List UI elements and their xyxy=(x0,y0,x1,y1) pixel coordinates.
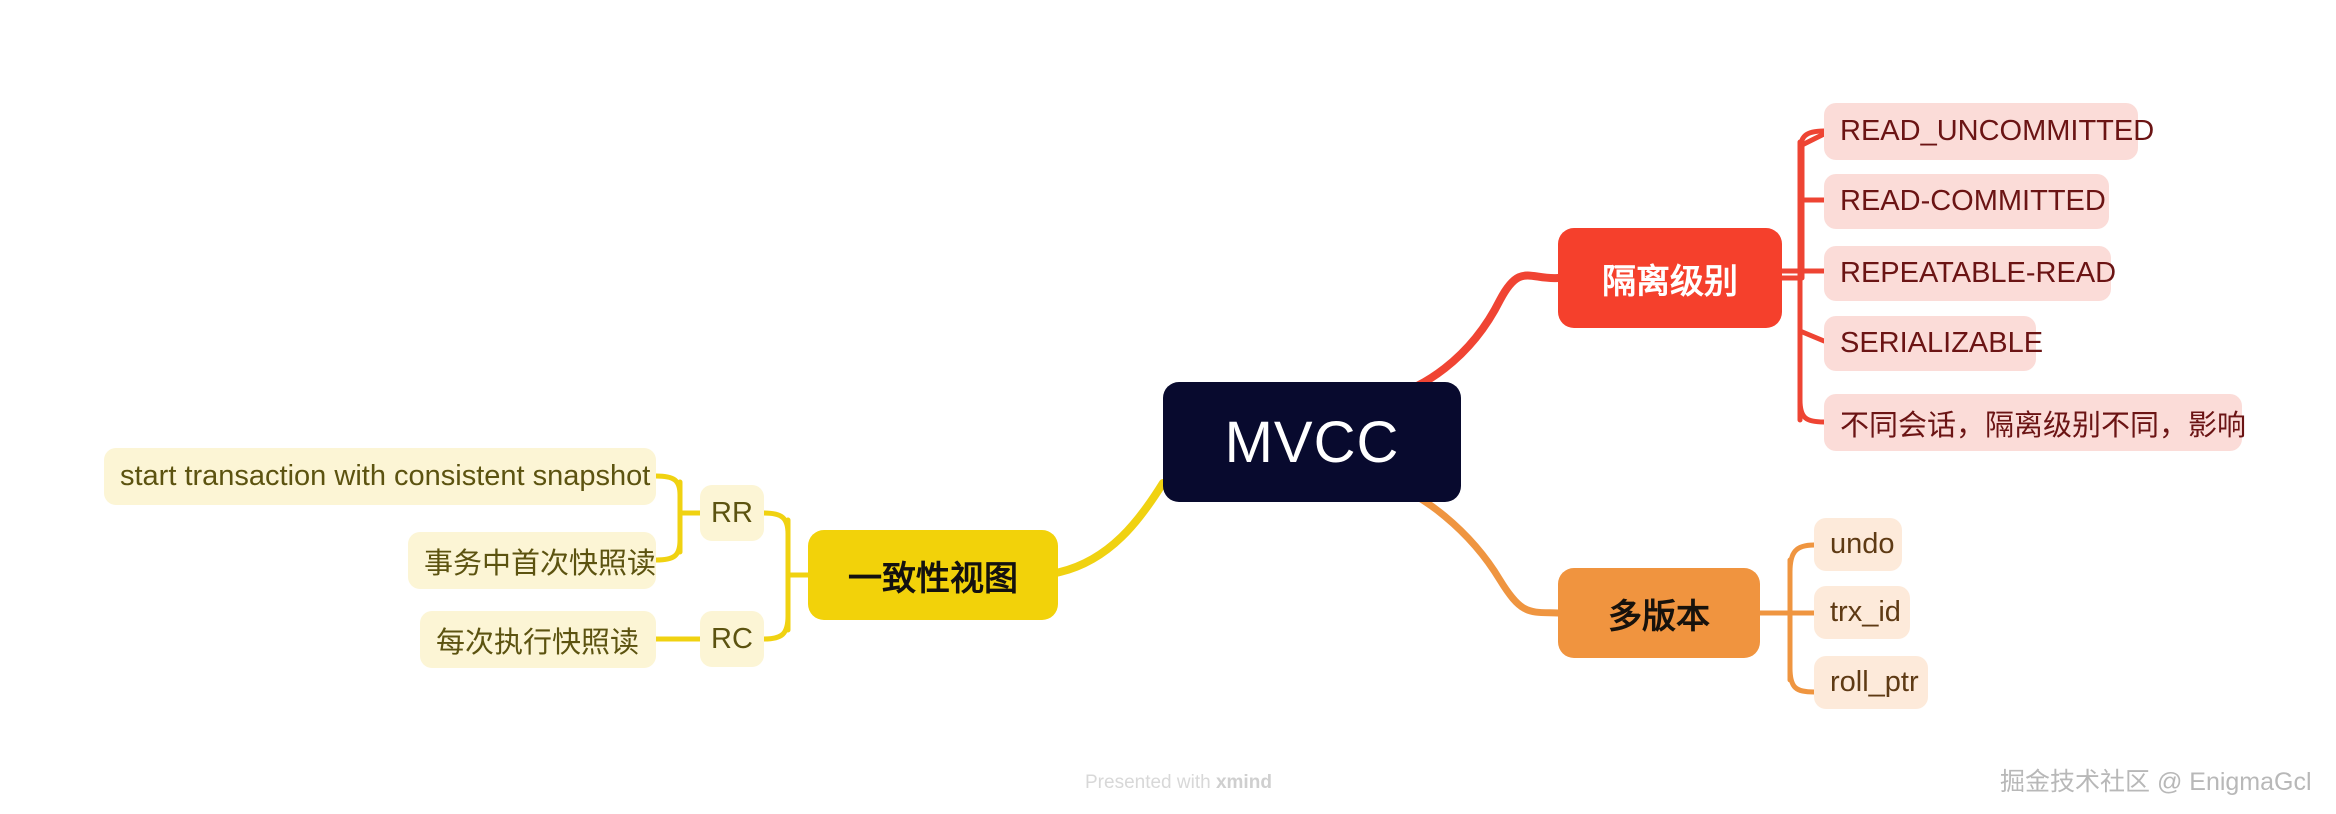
leaf-roll-ptr-label: roll_ptr xyxy=(1830,666,1919,698)
leaf-serializable-label: SERIALIZABLE xyxy=(1840,327,2044,359)
leaf-undo[interactable]: undo xyxy=(1814,518,1902,571)
root-node-mvcc[interactable]: MVCC xyxy=(1163,382,1461,502)
edge-isolation-stub-4 xyxy=(1797,397,1827,425)
edge-isolation-spine xyxy=(1779,139,1803,423)
edge-consistentview-to-rc xyxy=(761,613,791,642)
branch-node-multiversion-label: 多版本 xyxy=(1608,597,1710,636)
leaf-repeatable-read-label: REPEATABLE-READ xyxy=(1840,257,2117,289)
xmind-watermark-brand: xmind xyxy=(1215,772,1272,793)
leaf-read-uncommitted[interactable]: READ_UNCOMMITTED xyxy=(1824,103,2154,160)
root-node-label: MVCC xyxy=(1224,409,1400,475)
leaf-serializable[interactable]: SERIALIZABLE xyxy=(1824,316,2043,371)
edge-isolation-stub-3 xyxy=(1797,328,1827,344)
edge-isolation-to-child-0 xyxy=(1779,129,1831,281)
edge-root-to-isolation xyxy=(1383,271,1562,401)
leaf-session-isolation-note[interactable]: 不同会话，隔离级别不同，影响 xyxy=(1824,394,2246,451)
author-watermark: 掘金技术社区 @ EnigmaGcl xyxy=(2000,762,2312,798)
xmind-watermark-prefix: Presented with xyxy=(1085,772,1216,793)
mid-node-rc[interactable]: RC xyxy=(700,611,764,667)
leaf-undo-label: undo xyxy=(1830,528,1895,560)
edge-rr-spine xyxy=(677,479,703,555)
edge-consistentview-spine xyxy=(785,517,811,633)
edge-rr-stub-0 xyxy=(653,473,683,498)
edge-multiversion-stub-2 xyxy=(1787,665,1817,695)
edge-consistentview-to-rr xyxy=(761,510,791,537)
leaf-repeatable-read[interactable]: REPEATABLE-READ xyxy=(1824,246,2116,301)
branch-node-isolation-level[interactable]: 隔离级别 xyxy=(1558,228,1782,328)
edge-isolation-stub-0 xyxy=(1797,128,1827,155)
branch-node-consistent-view[interactable]: 一致性视图 xyxy=(808,530,1058,620)
edge-multiversion-spine xyxy=(1757,557,1793,683)
leaf-start-transaction-snapshot-label: start transaction with consistent snapsh… xyxy=(120,460,651,492)
leaf-trx-id[interactable]: trx_id xyxy=(1814,586,1910,639)
leaf-read-committed[interactable]: READ-COMMITTED xyxy=(1824,174,2109,229)
xmind-watermark: Presented with xmind xyxy=(1085,772,1272,794)
leaf-session-isolation-note-label: 不同会话，隔离级别不同，影响 xyxy=(1840,409,2247,442)
leaf-trx-id-label: trx_id xyxy=(1830,596,1901,628)
mid-node-rr-label: RR xyxy=(711,496,753,529)
leaf-every-snapshot-read-label: 每次执行快照读 xyxy=(436,626,640,659)
author-watermark-label: 掘金技术社区 @ EnigmaGcl xyxy=(2000,768,2312,796)
edge-multiversion-stub-0 xyxy=(1787,542,1817,575)
edge-root-to-multiversion xyxy=(1383,479,1562,617)
branch-node-multiversion[interactable]: 多版本 xyxy=(1558,568,1760,658)
leaf-start-transaction-snapshot[interactable]: start transaction with consistent snapsh… xyxy=(104,448,656,505)
leaf-roll-ptr[interactable]: roll_ptr xyxy=(1814,656,1928,709)
mid-node-rr[interactable]: RR xyxy=(700,485,764,541)
edge-rr-stub-1 xyxy=(653,537,683,563)
leaf-every-snapshot-read[interactable]: 每次执行快照读 xyxy=(420,611,656,668)
leaf-first-snapshot-read[interactable]: 事务中首次快照读 xyxy=(408,532,656,589)
branch-node-consistent-view-label: 一致性视图 xyxy=(848,559,1018,598)
leaf-read-committed-label: READ-COMMITTED xyxy=(1840,185,2106,217)
leaf-read-uncommitted-label: READ_UNCOMMITTED xyxy=(1840,115,2155,147)
branch-node-isolation-level-label: 隔离级别 xyxy=(1602,262,1738,301)
mid-node-rc-label: RC xyxy=(711,622,753,655)
leaf-first-snapshot-read-label: 事务中首次快照读 xyxy=(424,547,657,580)
